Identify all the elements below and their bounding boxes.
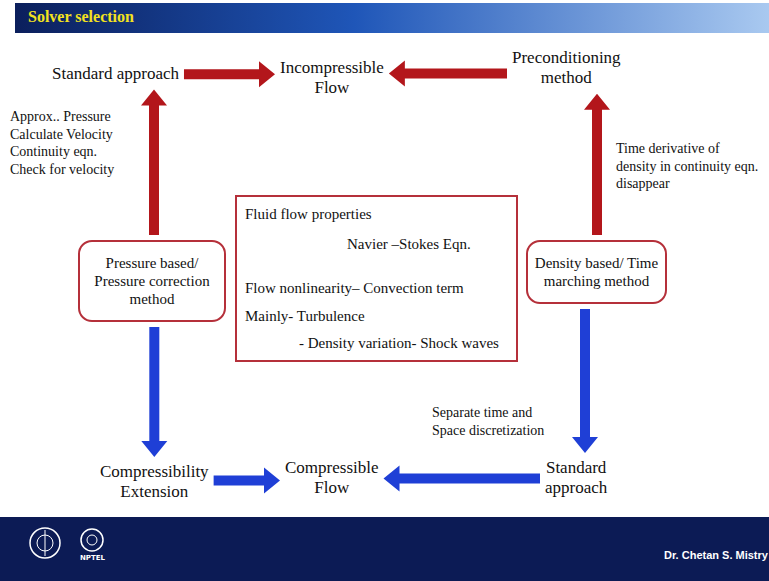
node-text: Navier –Stokes Eqn. — [347, 235, 471, 253]
node-text: Incompressible Flow — [280, 58, 384, 99]
node-text: Pressure based/ Pressure correction meth… — [86, 254, 218, 308]
node-text: Fluid flow properties — [245, 205, 372, 223]
node-text: Standard approach — [52, 64, 179, 84]
method-box: Pressure based/ Pressure correction meth… — [78, 240, 226, 322]
step-text: Compressibility Extension — [100, 462, 209, 503]
block-arrow — [214, 467, 280, 493]
step-note: Time derivative of density in continuity… — [616, 140, 761, 193]
node-text: - Density variation- Shock waves — [299, 334, 499, 352]
method-box: Density based/ Time marching method — [526, 240, 667, 304]
step-text: Standard approach — [52, 64, 179, 84]
block-arrow — [389, 60, 507, 86]
node-text: Flow nonlinearity– Convection term — [245, 279, 464, 297]
logo-caption: NPTEL — [80, 554, 105, 562]
slide-title: Solver selection — [28, 8, 134, 26]
header-bar — [15, 3, 769, 33]
flow-type: Compressible Flow — [285, 458, 379, 499]
node-text: Compressible Flow — [285, 458, 379, 499]
institute-logo — [30, 528, 60, 558]
block-arrow — [184, 61, 275, 87]
footer-band — [0, 517, 769, 581]
node-text: Standard approach — [545, 458, 607, 499]
properties-panel: Fluid flow propertiesNavier –Stokes Eqn.… — [235, 195, 518, 362]
step-note: Separate time and Space discretization — [432, 404, 567, 439]
step-note: Approx.. Pressure Calculate Velocity Con… — [10, 108, 135, 178]
block-arrow — [141, 327, 167, 457]
block-arrow — [141, 89, 167, 235]
step-text: Preconditioning method — [512, 48, 621, 89]
block-arrow — [384, 465, 541, 491]
step-text: Standard approach — [545, 458, 607, 499]
node-text: Preconditioning method — [512, 48, 621, 89]
node-text: Density based/ Time marching method — [534, 254, 659, 290]
author-name: Dr. Chetan S. Mistry — [664, 549, 768, 561]
nptel-logo — [81, 529, 103, 551]
block-arrow — [584, 94, 610, 235]
block-arrow — [572, 309, 598, 453]
node-text: Mainly- Turbulence — [245, 307, 365, 325]
flow-type: Incompressible Flow — [280, 58, 384, 99]
node-text: Compressibility Extension — [100, 462, 209, 503]
